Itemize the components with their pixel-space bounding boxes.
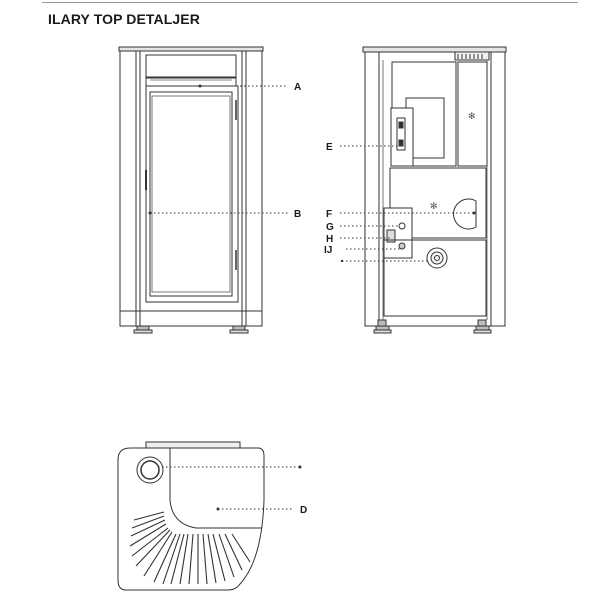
page-title: ILARY TOP DETALJER [48,11,200,27]
callout-f: F [326,209,476,220]
top-view [117,441,265,591]
callout-d-label: D [300,505,307,516]
callout-e-label: E [326,142,333,153]
svg-text:✻: ✻ [468,112,476,122]
front-view [118,46,264,334]
callout-g: G [326,222,400,233]
callout-h-label: H [326,234,333,245]
svg-text:✻: ✻ [430,202,438,212]
callout-a: A [198,82,301,93]
callout-ij: IJ [324,245,402,256]
callout-d: D [216,505,307,516]
callout-a-label: A [294,82,301,93]
callout-f-label: F [326,209,332,220]
callout-flue [340,259,428,263]
rear-view: ✻ ✻ [362,46,507,334]
callout-h: H [326,234,390,245]
callout-ij-label: IJ [324,245,332,256]
callout-b: B [148,209,301,220]
callout-lid [158,465,302,469]
callout-b-label: B [294,209,301,220]
callout-g-label: G [326,222,334,233]
callout-e: E [326,142,398,153]
top-rule [42,2,578,3]
